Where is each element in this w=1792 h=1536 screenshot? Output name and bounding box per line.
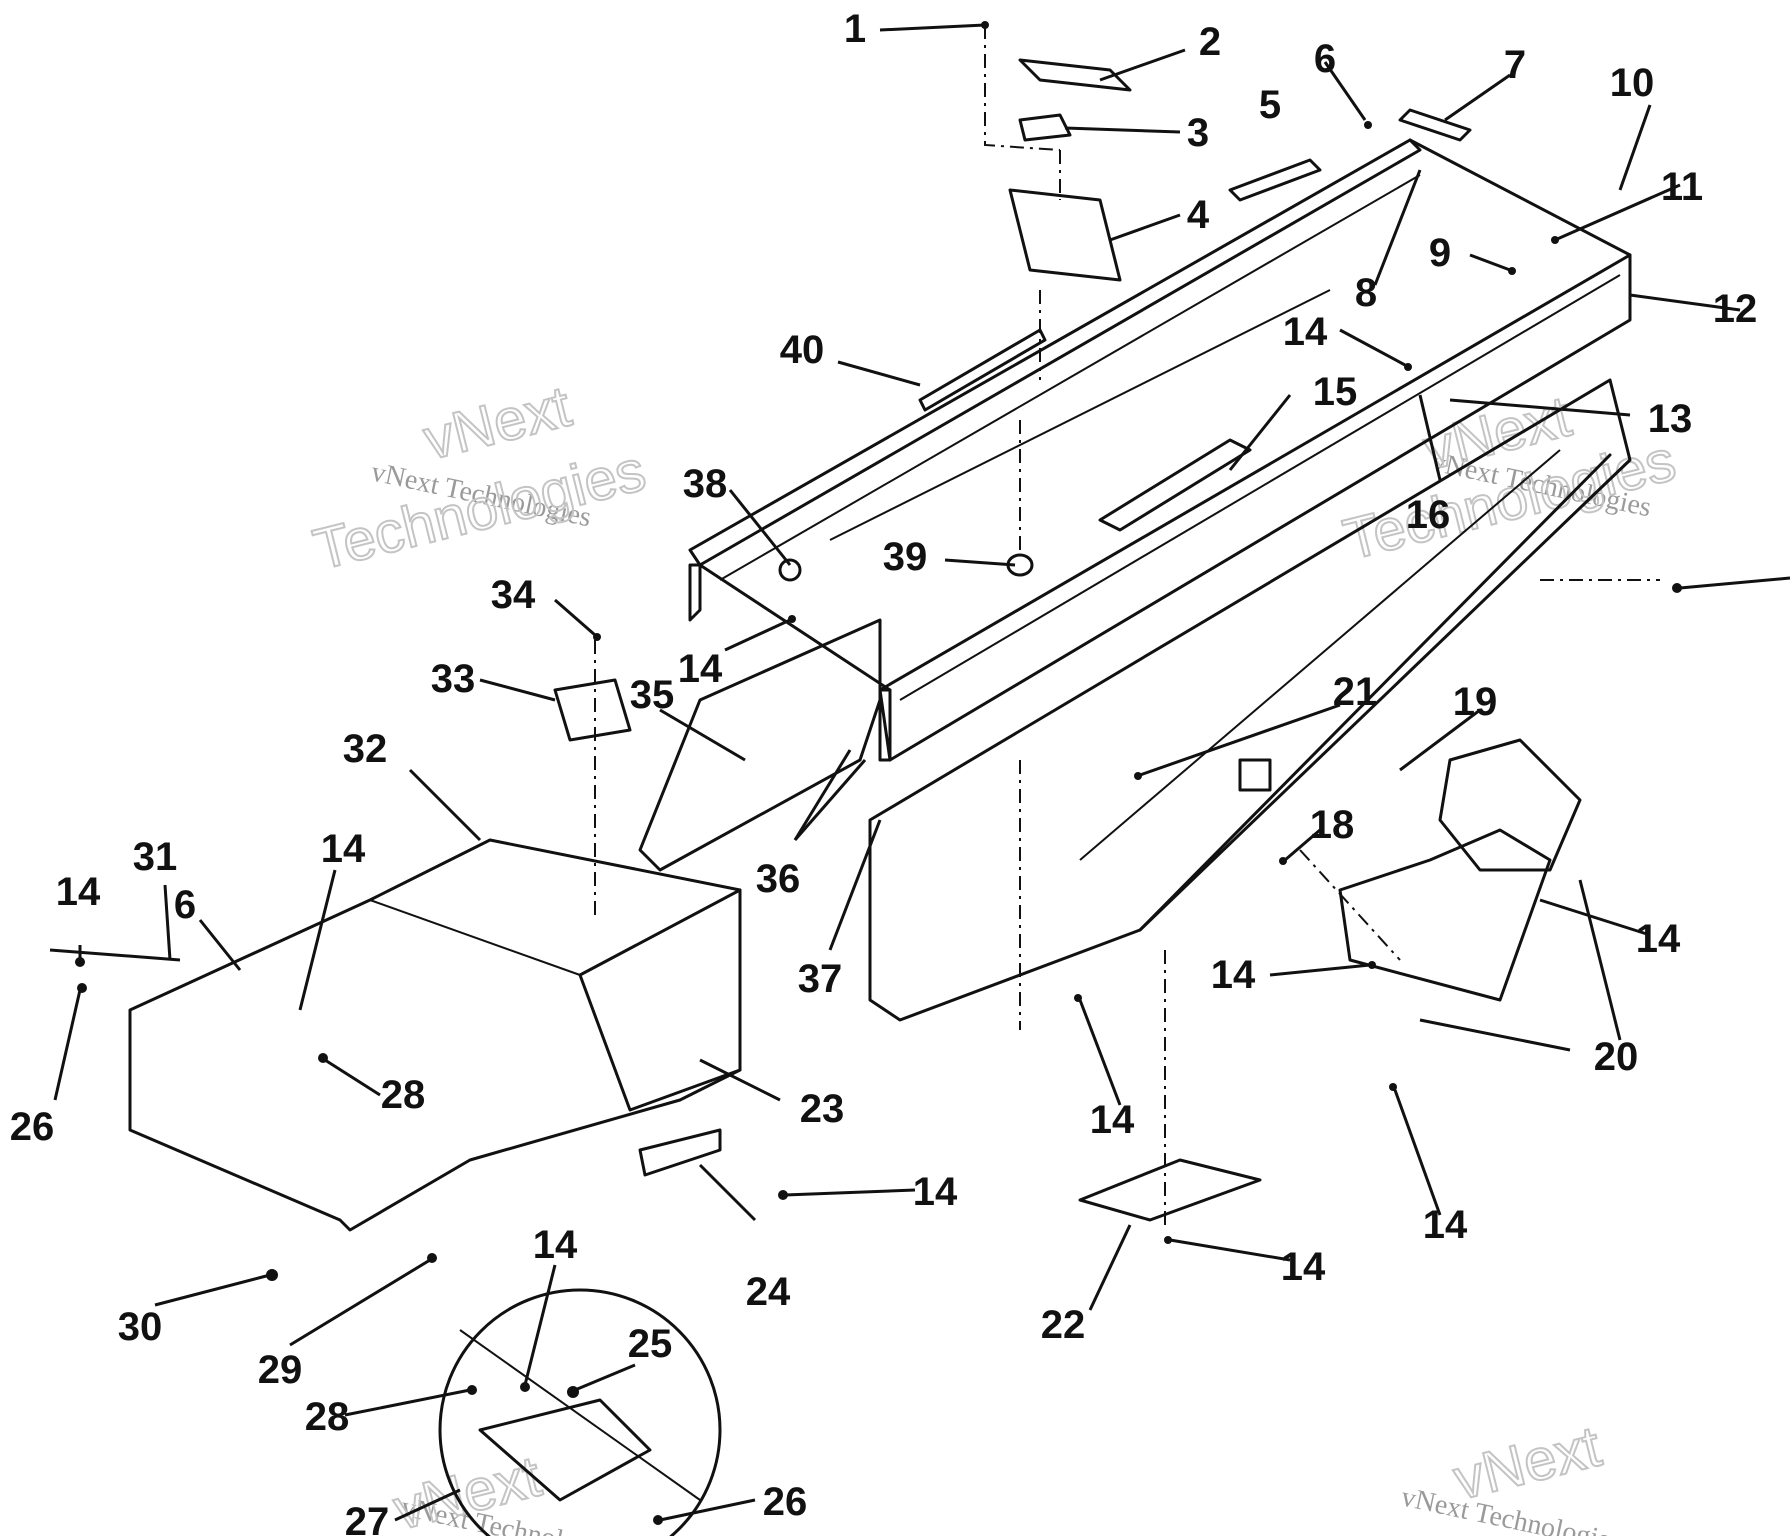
callout-9: 9 (1429, 231, 1451, 275)
callout-13: 13 (1648, 397, 1693, 441)
callout-6-top: 6 (1314, 37, 1336, 81)
callout-14-b: 14 (678, 647, 723, 691)
callout-39: 39 (883, 535, 928, 579)
callout-5: 5 (1259, 83, 1281, 127)
callout-labels: 1 2 3 4 5 6 7 10 11 9 8 12 14 15 13 40 3… (10, 7, 1758, 1536)
callout-25: 25 (628, 1322, 673, 1366)
callout-15: 15 (1313, 370, 1358, 414)
watermark-layer: vNext Technologies vNext Technologies vN… (306, 373, 1682, 1536)
callout-14-i: 14 (1423, 1203, 1468, 1247)
callout-6-left: 6 (174, 883, 196, 927)
callout-18: 18 (1310, 803, 1355, 847)
callout-37: 37 (798, 957, 843, 1001)
callout-36: 36 (756, 857, 801, 901)
footrest-pan (128, 838, 742, 1232)
callout-16: 16 (1406, 493, 1451, 537)
callout-28-upper: 28 (381, 1073, 426, 1117)
callout-34: 34 (491, 573, 536, 617)
callout-14-f: 14 (1211, 953, 1256, 997)
callout-14-k: 14 (533, 1223, 578, 1267)
callout-14-c: 14 (321, 827, 366, 871)
callout-12: 12 (1713, 287, 1758, 331)
callout-30: 30 (118, 1305, 163, 1349)
callout-1: 1 (844, 7, 866, 51)
callout-38: 38 (683, 462, 728, 506)
callout-8: 8 (1355, 271, 1377, 315)
callout-24: 24 (746, 1270, 791, 1314)
main-frame (688, 138, 1632, 762)
callout-20: 20 (1594, 1035, 1639, 1079)
callout-23: 23 (800, 1087, 845, 1131)
callout-10: 10 (1610, 61, 1655, 105)
callout-14-a: 14 (1283, 310, 1328, 354)
callout-22: 22 (1041, 1303, 1086, 1347)
callout-32: 32 (343, 727, 388, 771)
sub-frame (638, 378, 1632, 1022)
callout-2: 2 (1199, 20, 1221, 64)
callout-31: 31 (133, 835, 178, 879)
callout-35: 35 (630, 673, 675, 717)
callout-14-j: 14 (1281, 1245, 1326, 1289)
callout-40: 40 (780, 328, 825, 372)
callout-11: 11 (1661, 165, 1703, 209)
callout-33: 33 (431, 657, 476, 701)
watermark-big-3a: vNext (1447, 1414, 1607, 1513)
callout-7: 7 (1504, 43, 1526, 87)
callout-19: 19 (1453, 680, 1498, 724)
callout-leaders (49, 21, 1791, 1525)
callout-27: 27 (345, 1500, 390, 1536)
callout-3: 3 (1187, 111, 1209, 155)
callout-14-g: 14 (1090, 1098, 1135, 1142)
callout-26-bottom: 26 (763, 1480, 808, 1524)
bumper (1078, 738, 1582, 1222)
callout-4: 4 (1187, 193, 1210, 237)
callout-21: 21 (1333, 670, 1378, 714)
seat-hardware (553, 58, 1472, 1177)
callout-28-lower: 28 (305, 1395, 350, 1439)
callout-14-d: 14 (56, 870, 101, 914)
detail-inset (438, 1288, 722, 1536)
assembly-lines (594, 25, 1660, 1230)
callout-26-left: 26 (10, 1105, 55, 1149)
callout-14-h: 14 (913, 1170, 958, 1214)
callout-29: 29 (258, 1348, 303, 1392)
callout-14-e: 14 (1636, 917, 1681, 961)
